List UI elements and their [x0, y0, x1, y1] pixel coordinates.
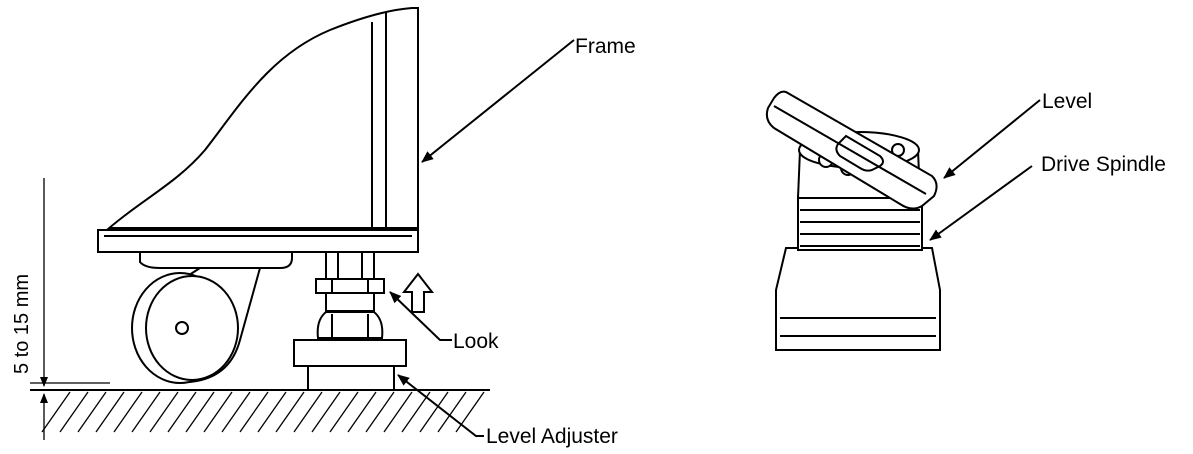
hatch-line	[167, 391, 197, 433]
floor-hatch-lines	[41, 391, 485, 433]
hatch-line	[401, 391, 431, 433]
hatch-line	[455, 391, 485, 433]
hatch-line	[311, 391, 341, 433]
bubble-level-tool	[765, 90, 938, 210]
caster-wheel	[131, 251, 293, 384]
hatch-line	[41, 391, 71, 433]
hatch-line	[239, 391, 269, 433]
hatch-line	[77, 391, 107, 433]
adjust-up-arrow-icon	[401, 272, 435, 313]
hatch-line	[275, 391, 305, 433]
frame-leader-arrow	[421, 39, 575, 163]
hatch-line	[95, 391, 125, 433]
hatch-line	[419, 391, 449, 433]
hatch-line	[329, 391, 359, 433]
hatch-line	[203, 391, 233, 433]
hatch-line	[257, 391, 287, 433]
look-leader-arrow	[389, 291, 452, 341]
hatch-line	[347, 391, 377, 433]
height-dimension	[30, 178, 110, 440]
level-adjuster-foot	[293, 251, 407, 391]
drive-spindle-label: Drive Spindle	[1041, 153, 1166, 176]
hatch-line	[131, 391, 161, 433]
level-label: Level	[1042, 90, 1092, 113]
hatch-line	[383, 391, 413, 433]
look-label: Look	[453, 330, 499, 353]
level-leader-arrow	[943, 99, 1041, 179]
hatch-line	[59, 391, 89, 433]
level-adjuster-leader-arrow	[397, 374, 484, 437]
hatch-line	[437, 391, 467, 433]
height-range-label: 5 to 15 mm	[11, 274, 33, 374]
hatch-line	[185, 391, 215, 433]
hatch-line	[113, 391, 143, 433]
hatch-line	[221, 391, 251, 433]
hatch-line	[149, 391, 179, 433]
instrument-frame-illustration	[97, 7, 419, 253]
level-adjuster-label: Level Adjuster	[486, 425, 618, 448]
hatch-line	[293, 391, 323, 433]
drive-spindle-leader-arrow	[929, 165, 1033, 241]
hatch-line	[365, 391, 395, 433]
frame-label: Frame	[575, 35, 636, 58]
